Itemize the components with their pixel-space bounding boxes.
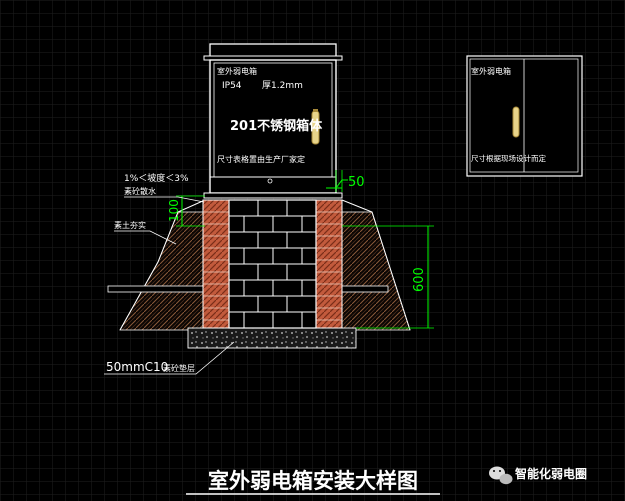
drawing-title: 室外弱电箱安装大样图 — [208, 469, 418, 493]
brick-pier-left — [202, 199, 230, 329]
base-note-sub: 素砼垫层 — [163, 363, 195, 373]
cabinet-front-detail: 室外弱电箱 尺寸根据现场设计而定 — [466, 55, 583, 177]
foundation-section — [107, 199, 411, 349]
brick-pier-mortar — [203, 211, 342, 321]
cabinet-base-plate — [203, 192, 343, 199]
wechat-icon — [489, 466, 513, 485]
detail-label: 室外弱电箱 — [471, 66, 511, 76]
base-note: 50mmC10 — [106, 360, 168, 374]
dim-offset-label: 50 — [348, 175, 365, 190]
backfill-note: 素土夯实 — [114, 220, 146, 230]
watermark: 智能化弱电圈 — [489, 466, 587, 485]
dimension-lines: 50 100 600 — [167, 170, 434, 329]
cabinet-size-note: 尺寸表格置由生产厂家定 — [217, 154, 305, 164]
slope-note-sub: 素砼散水 — [124, 186, 156, 196]
cabinet-label: 室外弱电箱 — [217, 66, 257, 76]
cabinet-elevation: 室外弱电箱 IP54 厚1.2mm 201不锈钢箱体 尺寸表格置由生产厂家定 — [203, 43, 343, 199]
cabinet-rating: IP54 — [222, 81, 242, 91]
slope-leader — [124, 196, 205, 203]
dim-offset-leader — [326, 179, 348, 189]
brick-wall-courses — [229, 200, 316, 328]
backfill-leader — [114, 230, 177, 245]
ground-line-left — [119, 199, 206, 331]
base-leader — [104, 341, 235, 375]
cabinet-thickness: 厚1.2mm — [262, 80, 303, 91]
cabinet-material: 201不锈钢箱体 — [230, 118, 323, 134]
concrete-base — [187, 327, 357, 349]
dim-depth-label: 600 — [412, 267, 427, 292]
cabinet-handle-top — [313, 109, 318, 112]
detail-bottom-note: 尺寸根据现场设计而定 — [471, 153, 546, 163]
slope-note: 1%＜坡度＜3% — [124, 172, 189, 184]
cabinet-lock-icon — [267, 178, 273, 184]
brick-pier-right — [315, 199, 343, 329]
dim-plinth-label: 100 — [167, 199, 181, 222]
annotations: 1%＜坡度＜3% 素砼散水 素土夯实 50mmC10 素砼垫层 — [104, 172, 235, 375]
detail-handle-icon — [512, 106, 520, 138]
watermark-text: 智能化弱电圈 — [514, 466, 587, 481]
ground-line-right — [341, 199, 411, 331]
detail-outer-frame — [466, 55, 583, 177]
